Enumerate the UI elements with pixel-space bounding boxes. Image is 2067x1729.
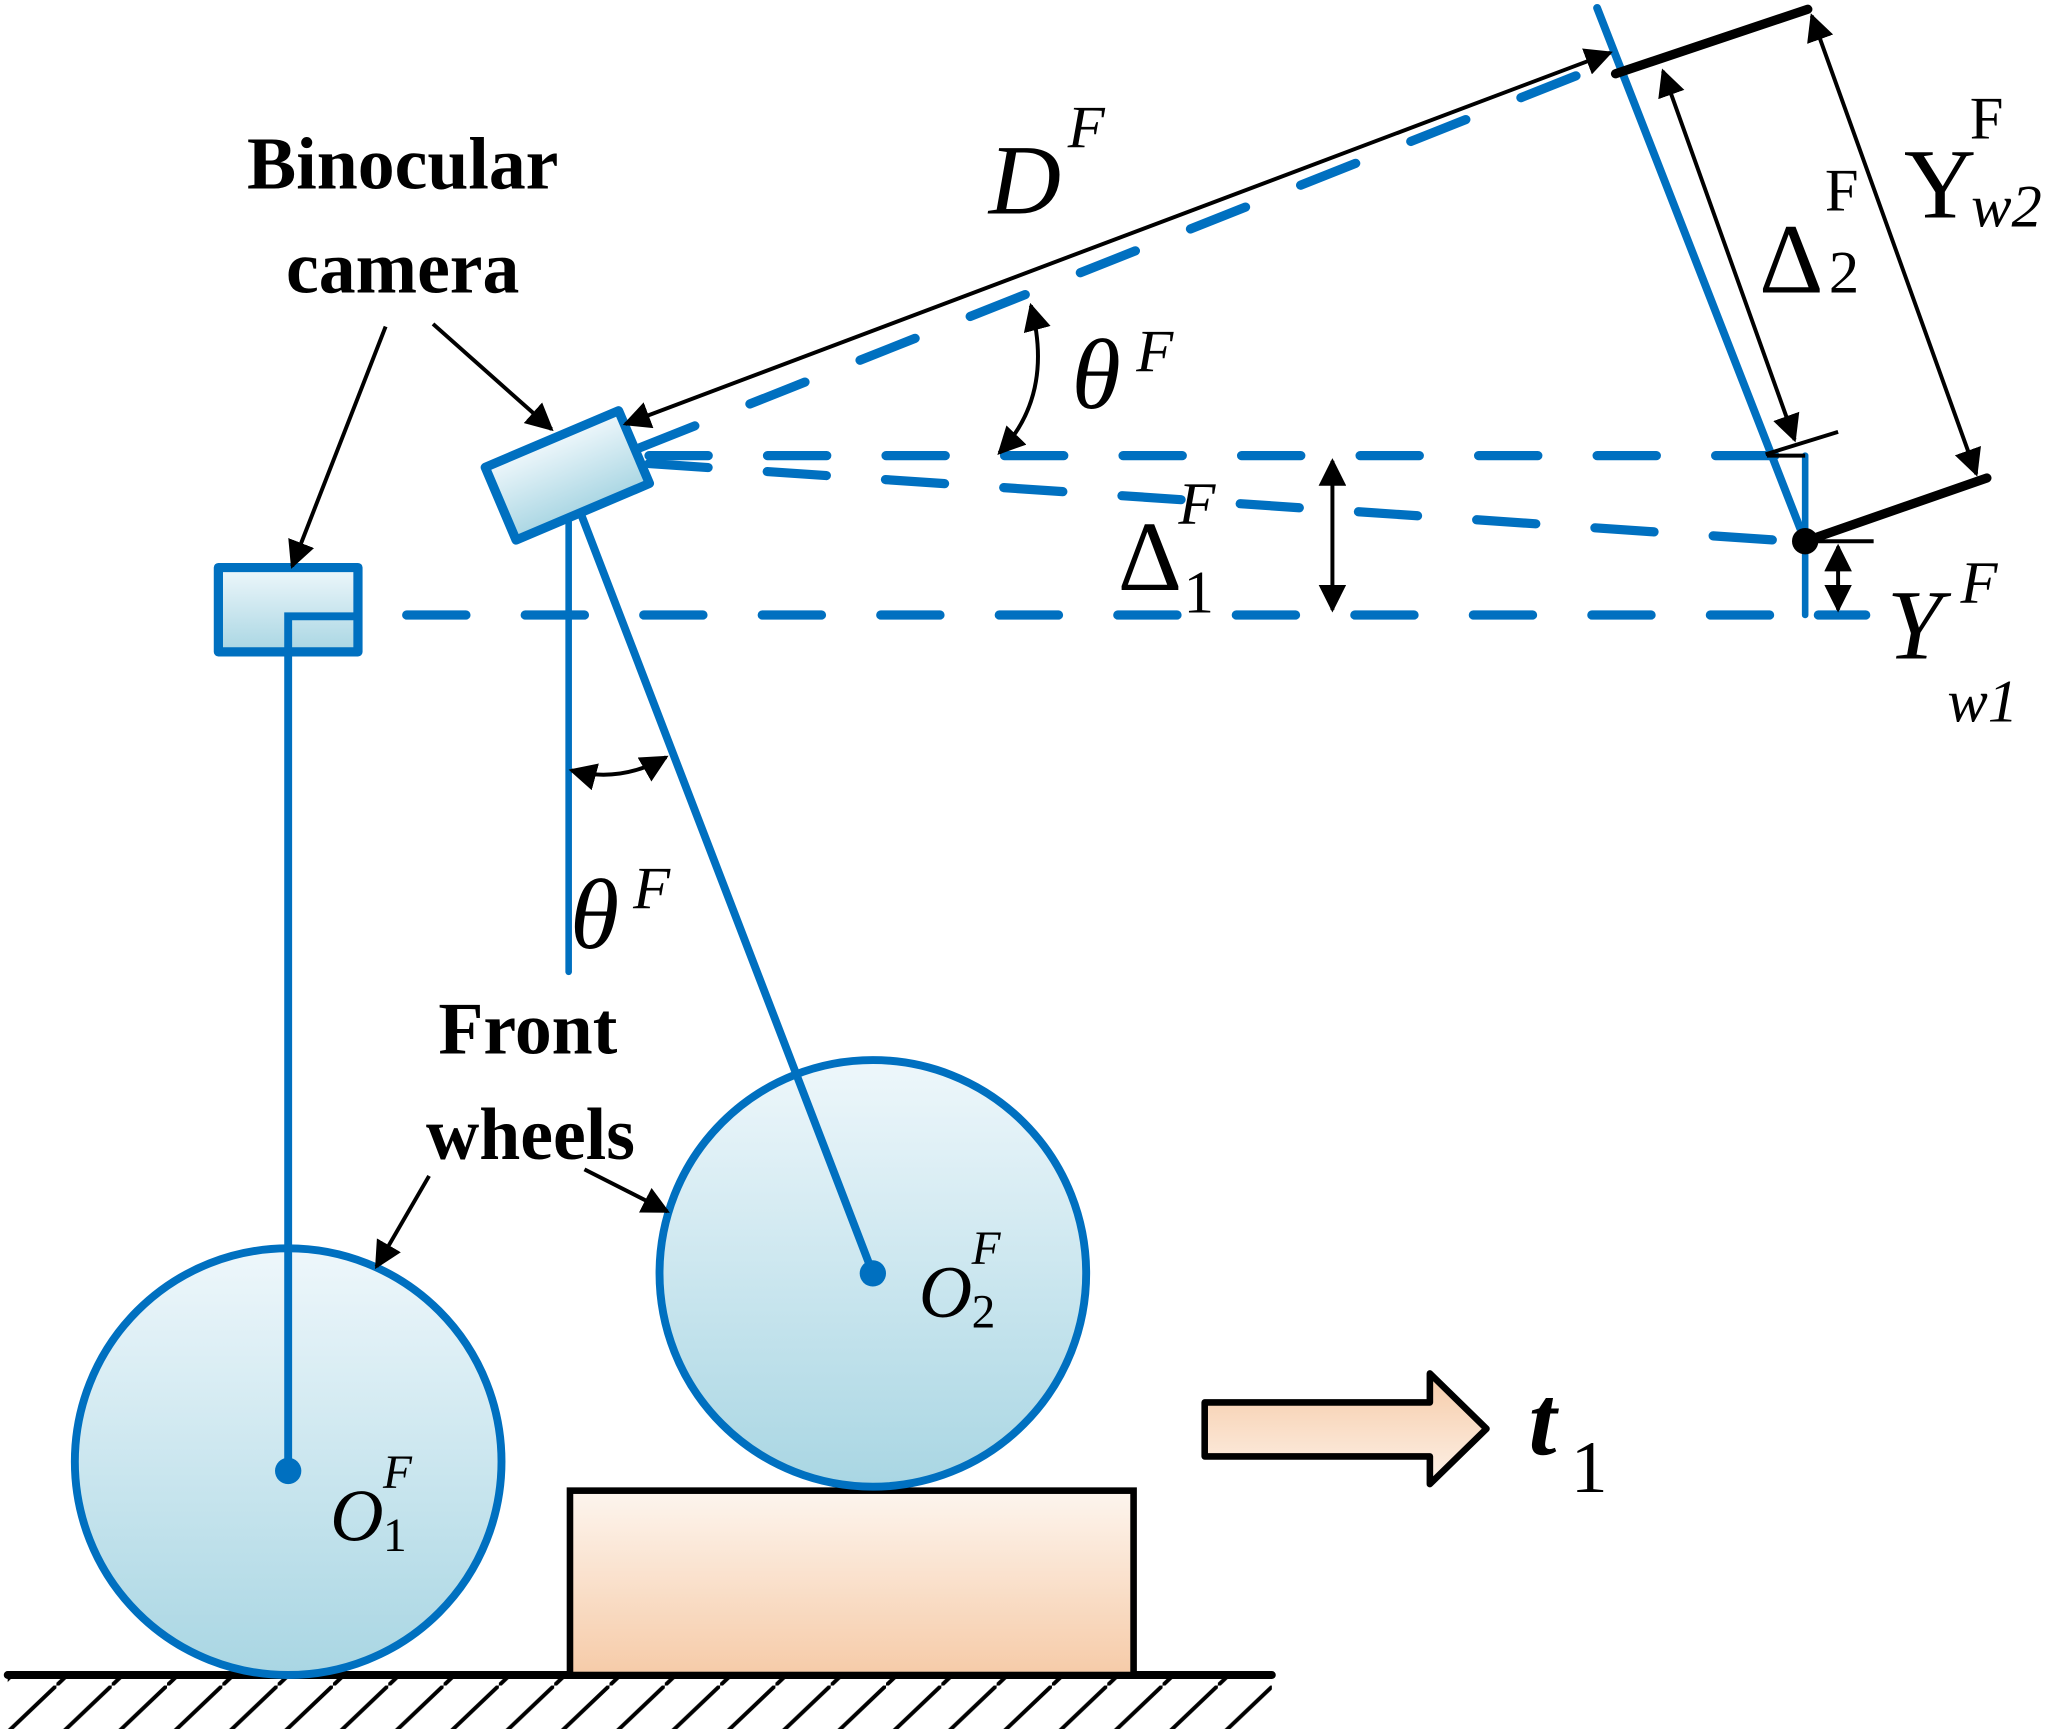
theta-top-label: θ F xyxy=(1072,318,1175,430)
o1-label: O F 1 xyxy=(330,1447,413,1562)
svg-text:F: F xyxy=(1067,94,1106,161)
strut-2 xyxy=(564,478,877,1278)
svg-text:2: 2 xyxy=(972,1286,996,1338)
motion-arrow-icon xyxy=(1201,1370,1490,1488)
delta2-label: Δ F 2 xyxy=(1759,158,1859,315)
svg-text:t: t xyxy=(1529,1365,1560,1476)
camera-1 xyxy=(213,562,363,657)
wheel-center-o1 xyxy=(275,1457,302,1485)
wheels-callout-1 xyxy=(374,1174,431,1270)
theta-top-arc xyxy=(997,302,1051,455)
wheels-label-line2: wheels xyxy=(426,1093,635,1175)
camera-label-line1: Binocular xyxy=(247,122,558,204)
svg-text:Y: Y xyxy=(1887,569,1952,680)
ground xyxy=(3,1671,1276,1729)
svg-text:Δ: Δ xyxy=(1118,501,1182,612)
yw1-label: Y F w1 xyxy=(1887,550,2018,736)
svg-text:1: 1 xyxy=(1571,1426,1608,1508)
yw2-top-bar xyxy=(1610,4,1813,79)
camera-callout-1 xyxy=(288,325,388,569)
o2-label: O F 2 xyxy=(919,1223,1002,1338)
svg-text:F: F xyxy=(1970,85,2004,152)
svg-text:Y: Y xyxy=(1904,128,1976,239)
svg-text:w2: w2 xyxy=(1971,173,2042,240)
svg-text:2: 2 xyxy=(1829,239,1859,306)
yw2-label: Y F w2 xyxy=(1904,85,2042,240)
svg-text:F: F xyxy=(1960,550,1999,617)
svg-text:O: O xyxy=(330,1475,383,1557)
theta-bottom-label: θ F xyxy=(570,856,671,971)
yw2-bottom-bar xyxy=(1800,473,1992,546)
yw2-dimension-arrow xyxy=(1807,13,1981,477)
step-obstacle xyxy=(566,1487,1137,1679)
sight-to-point xyxy=(644,458,1797,546)
camera-label-line2: camera xyxy=(286,226,519,308)
delta1-label: Δ F 1 xyxy=(1118,471,1217,626)
svg-text:D: D xyxy=(987,124,1061,235)
svg-text:θ: θ xyxy=(1072,319,1121,430)
wheels-callout-2 xyxy=(583,1167,670,1214)
svg-text:O: O xyxy=(919,1251,972,1333)
svg-text:F: F xyxy=(971,1223,1002,1275)
svg-text:1: 1 xyxy=(1184,559,1214,626)
svg-text:Δ: Δ xyxy=(1759,203,1823,314)
svg-text:1: 1 xyxy=(383,1510,407,1562)
svg-text:F: F xyxy=(382,1447,413,1499)
camera-2 xyxy=(480,406,655,545)
svg-text:F: F xyxy=(1177,471,1216,538)
distance-dimension-arrow xyxy=(622,48,1613,429)
delta2-dimension-arrow xyxy=(1658,68,1800,443)
distance-label: D F xyxy=(987,94,1106,235)
camera-callout-2 xyxy=(431,322,554,432)
svg-text:F: F xyxy=(632,856,671,923)
svg-text:θ: θ xyxy=(570,859,619,970)
svg-text:F: F xyxy=(1135,318,1174,385)
time-label: t 1 xyxy=(1529,1365,1608,1508)
theta-bottom-arc xyxy=(568,755,669,791)
svg-text:F: F xyxy=(1825,158,1859,225)
wheel-center-o2 xyxy=(859,1260,887,1287)
wheels-label-line1: Front xyxy=(438,987,617,1069)
svg-text:w1: w1 xyxy=(1947,669,2018,736)
